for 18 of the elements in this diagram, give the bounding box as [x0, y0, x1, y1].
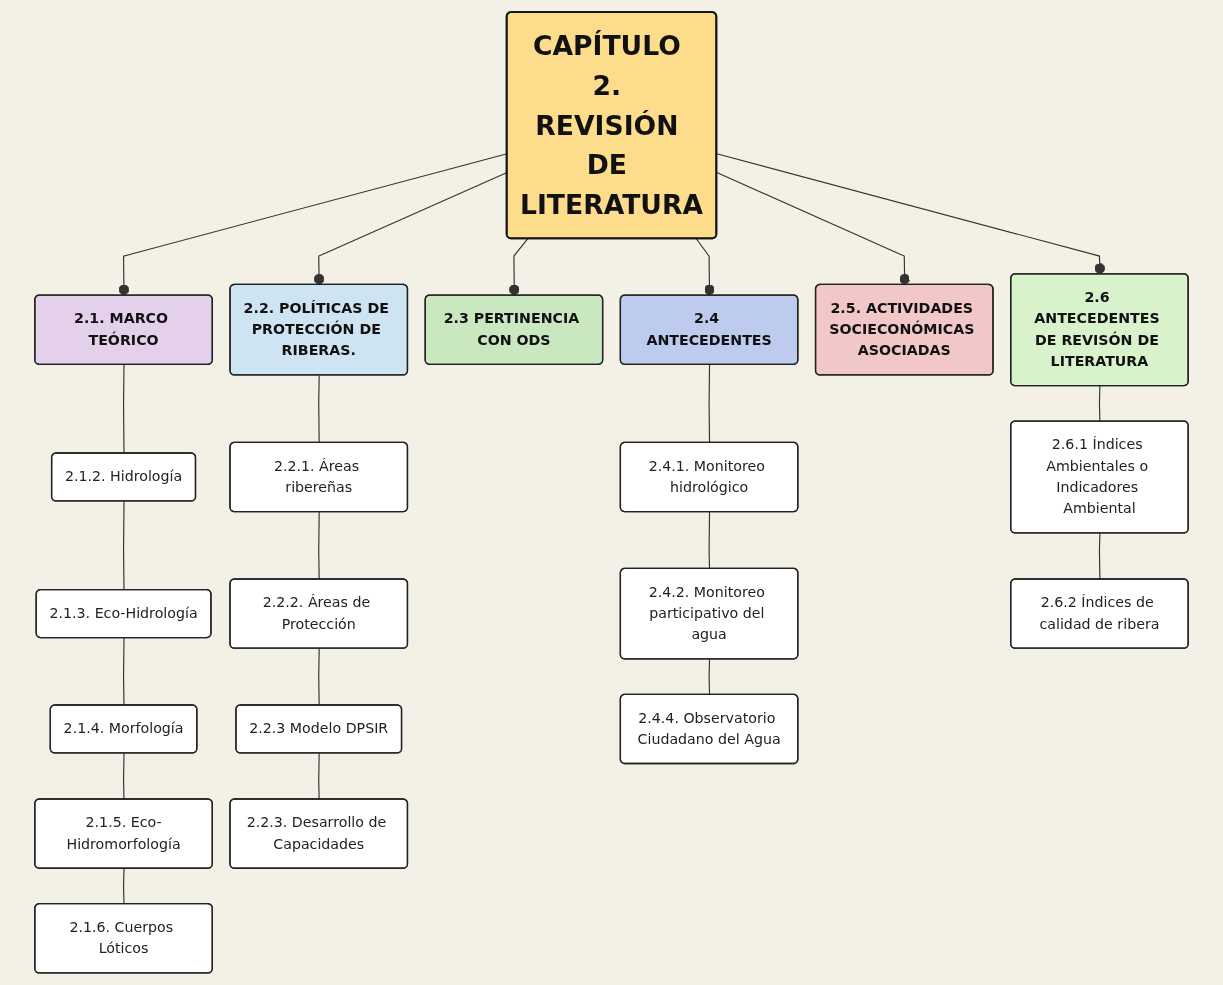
connector: [716, 153, 1106, 275]
connector: [508, 238, 529, 297]
connector: [708, 658, 711, 696]
connector: [123, 752, 125, 801]
connector: [708, 511, 711, 570]
connector: [695, 238, 715, 297]
connector: [318, 511, 320, 580]
connector: [708, 364, 711, 444]
connector: [123, 500, 125, 591]
connector: [318, 648, 320, 706]
connector: [318, 374, 320, 444]
connector: [123, 868, 125, 905]
connector: [716, 171, 910, 286]
connector: [318, 752, 320, 801]
connector: [123, 364, 125, 455]
connector: [123, 637, 125, 706]
connector: [1098, 532, 1101, 580]
connector: [1098, 385, 1101, 423]
